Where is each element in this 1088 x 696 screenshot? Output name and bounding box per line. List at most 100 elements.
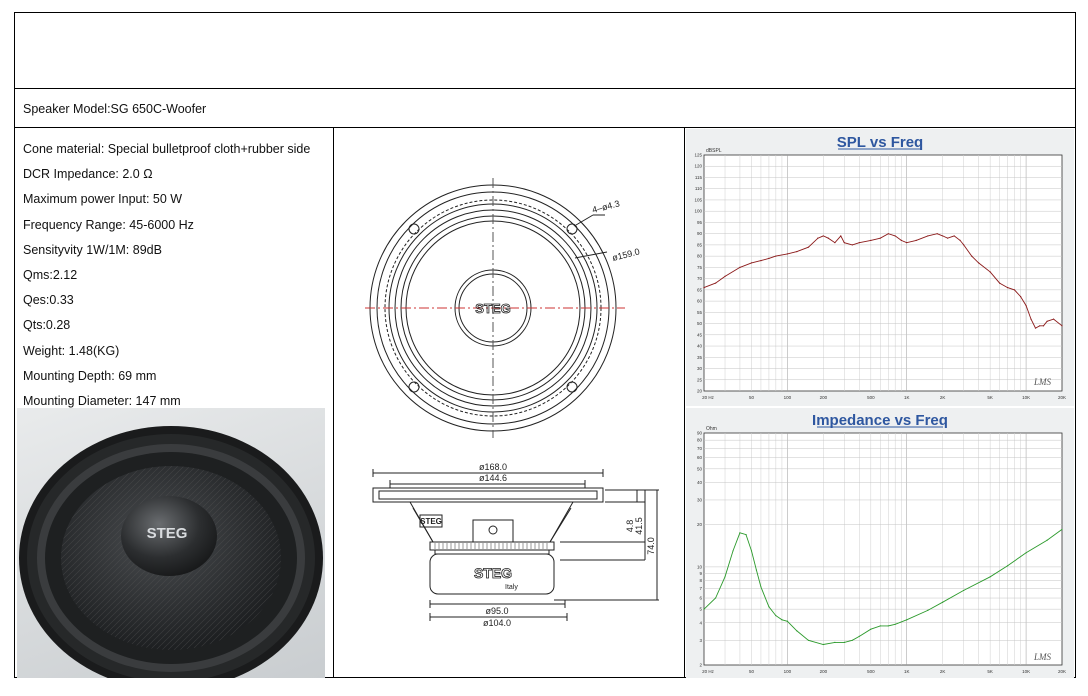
spl-data-point xyxy=(953,235,955,237)
spl-data-point xyxy=(843,242,845,244)
imp-y-tick-label: 10 xyxy=(697,564,703,569)
spl-data-point xyxy=(807,246,810,248)
imp-data-point xyxy=(1061,528,1063,531)
imp-x-tick-label: 200 xyxy=(820,669,828,674)
magnet-diameter-dimension: ø95.0 xyxy=(485,606,508,616)
spl-y-tick-label: 35 xyxy=(697,355,703,360)
spl-data-point xyxy=(834,242,836,244)
magnet-outer-diameter-dimension: ø104.0 xyxy=(483,618,511,628)
spl-x-tick-label: 500 xyxy=(867,395,875,400)
spec-qes: Qes:0.33 xyxy=(23,293,74,308)
speaker-dimension-drawing: STEG 4–ø4.3 ø159.0 xyxy=(365,178,659,628)
depth-dimension-2: 74.0 xyxy=(646,537,656,555)
imp-x-tick-label: 2K xyxy=(940,669,946,674)
imp-y-tick-label: 90 xyxy=(697,431,703,436)
imp-data-point xyxy=(870,628,872,630)
spl-data-point xyxy=(1046,320,1048,322)
impedance-chart-title: Impedance vs Freq xyxy=(812,412,948,429)
imp-y-tick-label: 40 xyxy=(697,480,703,485)
imp-data-point xyxy=(755,569,758,571)
spl-y-tick-label: 120 xyxy=(694,164,702,169)
spl-x-tick-label: 20K xyxy=(1058,395,1066,400)
spl-chart: SPL vs Freq dBSPL 1251201151101051009590… xyxy=(686,129,1074,406)
imp-data-point xyxy=(714,597,717,599)
imp-data-point xyxy=(796,630,798,632)
spl-data-point xyxy=(1013,289,1016,291)
imp-x-tick-label: 10K xyxy=(1022,669,1030,674)
spl-data-point xyxy=(977,262,980,264)
imp-y-tick-label: 9 xyxy=(699,571,702,576)
spl-x-tick-label: 5K xyxy=(987,395,993,400)
imp-x-tick-label: 5K xyxy=(987,669,993,674)
imp-y-tick-label: 70 xyxy=(697,446,703,451)
imp-y-tick-label: 50 xyxy=(697,466,703,471)
imp-y-tick-label: 6 xyxy=(699,596,702,601)
spl-y-tick-label: 95 xyxy=(697,220,703,225)
imp-data-point xyxy=(942,601,944,603)
spl-data-point xyxy=(870,239,872,242)
photo-brand-logo: STEG xyxy=(147,525,188,542)
spl-data-point xyxy=(851,244,853,246)
spl-y-tick-label: 20 xyxy=(697,389,703,394)
spec-max-power: Maximum power Input: 50 W xyxy=(23,192,183,207)
spl-y-tick-label: 60 xyxy=(697,299,703,304)
spl-unit-label: dBSPL xyxy=(706,148,722,154)
spec-mounting-diameter: Mounting Diameter: 147 mm xyxy=(23,394,181,409)
magnet-sub-logo: Italy xyxy=(505,584,518,591)
spl-data-point xyxy=(915,239,917,242)
spl-data-point xyxy=(714,282,717,284)
imp-data-point xyxy=(1025,552,1027,554)
imp-data-point xyxy=(703,608,705,610)
spl-data-point xyxy=(796,251,798,253)
imp-data-point xyxy=(906,619,908,621)
spl-data-point xyxy=(936,233,938,235)
imp-data-point xyxy=(781,619,783,621)
spl-y-tick-label: 105 xyxy=(694,197,702,202)
spl-watermark: LMS xyxy=(1033,377,1052,387)
spl-x-tick-label: 10K xyxy=(1022,395,1030,400)
spl-y-tick-label: 30 xyxy=(697,366,703,371)
spl-data-point xyxy=(1061,325,1063,327)
imp-data-point xyxy=(1046,539,1048,541)
spec-mounting-depth: Mounting Depth: 69 mm xyxy=(23,368,157,383)
spl-x-tick-label: 50 xyxy=(749,395,755,400)
spl-y-tick-label: 100 xyxy=(694,209,702,214)
imp-data-point xyxy=(927,609,929,611)
imp-x-tick-label: 20 Hz xyxy=(702,669,715,674)
spl-x-tick-label: 200 xyxy=(820,395,828,400)
imp-data-point xyxy=(858,635,860,637)
spl-y-tick-label: 75 xyxy=(697,265,703,270)
imp-y-tick-label: 3 xyxy=(699,638,702,643)
spl-series-line xyxy=(703,233,1063,329)
speaker-photo: STEG xyxy=(17,408,325,678)
spl-y-tick-label: 125 xyxy=(694,153,702,158)
imp-data-point xyxy=(822,643,824,646)
imp-y-tick-label: 20 xyxy=(697,522,703,527)
spl-data-point xyxy=(724,275,726,277)
outer-diameter-dimension: ø168.0 xyxy=(479,462,507,472)
spec-dcr-impedance: DCR Impedance: 2.0 Ω xyxy=(23,167,153,182)
spec-qts: Qts:0.28 xyxy=(23,318,71,333)
spl-data-point xyxy=(786,253,789,255)
spl-data-point xyxy=(999,282,1001,284)
spl-data-point xyxy=(927,235,929,237)
spl-data-point xyxy=(739,266,741,268)
spl-y-tick-label: 25 xyxy=(697,377,703,382)
holes-dimension: 4–ø4.3 xyxy=(591,198,621,214)
spl-y-tick-label: 115 xyxy=(695,175,703,180)
imp-data-point xyxy=(786,620,789,622)
impedance-unit-label: Ohm xyxy=(706,426,717,432)
spl-x-tick-label: 20 Hz xyxy=(702,395,715,400)
speaker-model: Speaker Model:SG 650C-Woofer xyxy=(23,102,207,116)
spl-data-point xyxy=(1020,296,1022,298)
spl-data-point xyxy=(703,287,705,289)
spl-data-point xyxy=(1039,325,1041,327)
spl-y-tick-label: 85 xyxy=(697,242,703,247)
table-row-divider xyxy=(15,127,1075,128)
spl-data-point xyxy=(827,237,829,239)
spec-weight: Weight: 1.48(KG) xyxy=(23,343,120,358)
spl-data-point xyxy=(900,239,902,242)
spl-x-tick-label: 1K xyxy=(904,395,910,400)
